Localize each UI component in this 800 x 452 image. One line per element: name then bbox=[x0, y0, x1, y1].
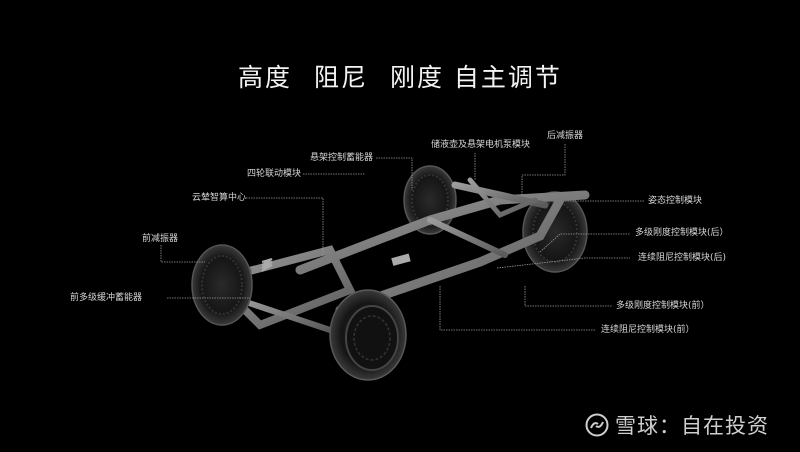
label-suspension-accumulator: 悬架控制蓄能器 bbox=[310, 153, 374, 163]
label-rear-stiffness-control: 多级刚度控制模块(后） bbox=[635, 228, 729, 238]
watermark-brand: 雪球 bbox=[615, 414, 659, 438]
label-front-shock-absorber: 前减振器 bbox=[142, 234, 179, 244]
label-front-damping-control: 连续阻尼控制模块(前） bbox=[601, 325, 695, 335]
label-attitude-control: 姿态控制模块 bbox=[648, 196, 703, 206]
title-height: 高度 bbox=[238, 63, 293, 92]
watermark-separator: ： bbox=[659, 414, 681, 438]
front-coil-spring bbox=[261, 258, 273, 272]
label-four-wheel-linkage: 四轮联动模块 bbox=[247, 169, 302, 179]
label-front-buffer-accumulator: 前多级缓冲蓄能器 bbox=[70, 293, 143, 303]
title-stiffness-auto-adjust: 刚度 自主调节 bbox=[389, 63, 562, 92]
front-right-wheel bbox=[329, 289, 407, 381]
watermark-author: 自在投资 bbox=[681, 414, 769, 438]
page-title: 高度 阻尼 刚度 自主调节 bbox=[0, 58, 800, 94]
label-cloud-computing-center: 云辇智算中心 bbox=[192, 193, 247, 203]
front-left-wheel bbox=[191, 244, 253, 326]
title-damping: 阻尼 bbox=[314, 63, 369, 92]
leader-lines bbox=[160, 144, 645, 331]
label-reservoir-pump-module: 储液壶及悬架电机泵模块 bbox=[431, 140, 531, 150]
watermark: 雪球 ： 自在投资 bbox=[585, 410, 769, 440]
rear-right-wheel bbox=[522, 191, 588, 273]
label-rear-shock-absorber: 后减振器 bbox=[547, 131, 584, 141]
label-rear-damping-control: 连续阻尼控制模块(后) bbox=[638, 253, 727, 263]
snowball-logo-icon bbox=[585, 413, 609, 437]
label-front-stiffness-control: 多级刚度控制模块(前） bbox=[616, 301, 710, 311]
